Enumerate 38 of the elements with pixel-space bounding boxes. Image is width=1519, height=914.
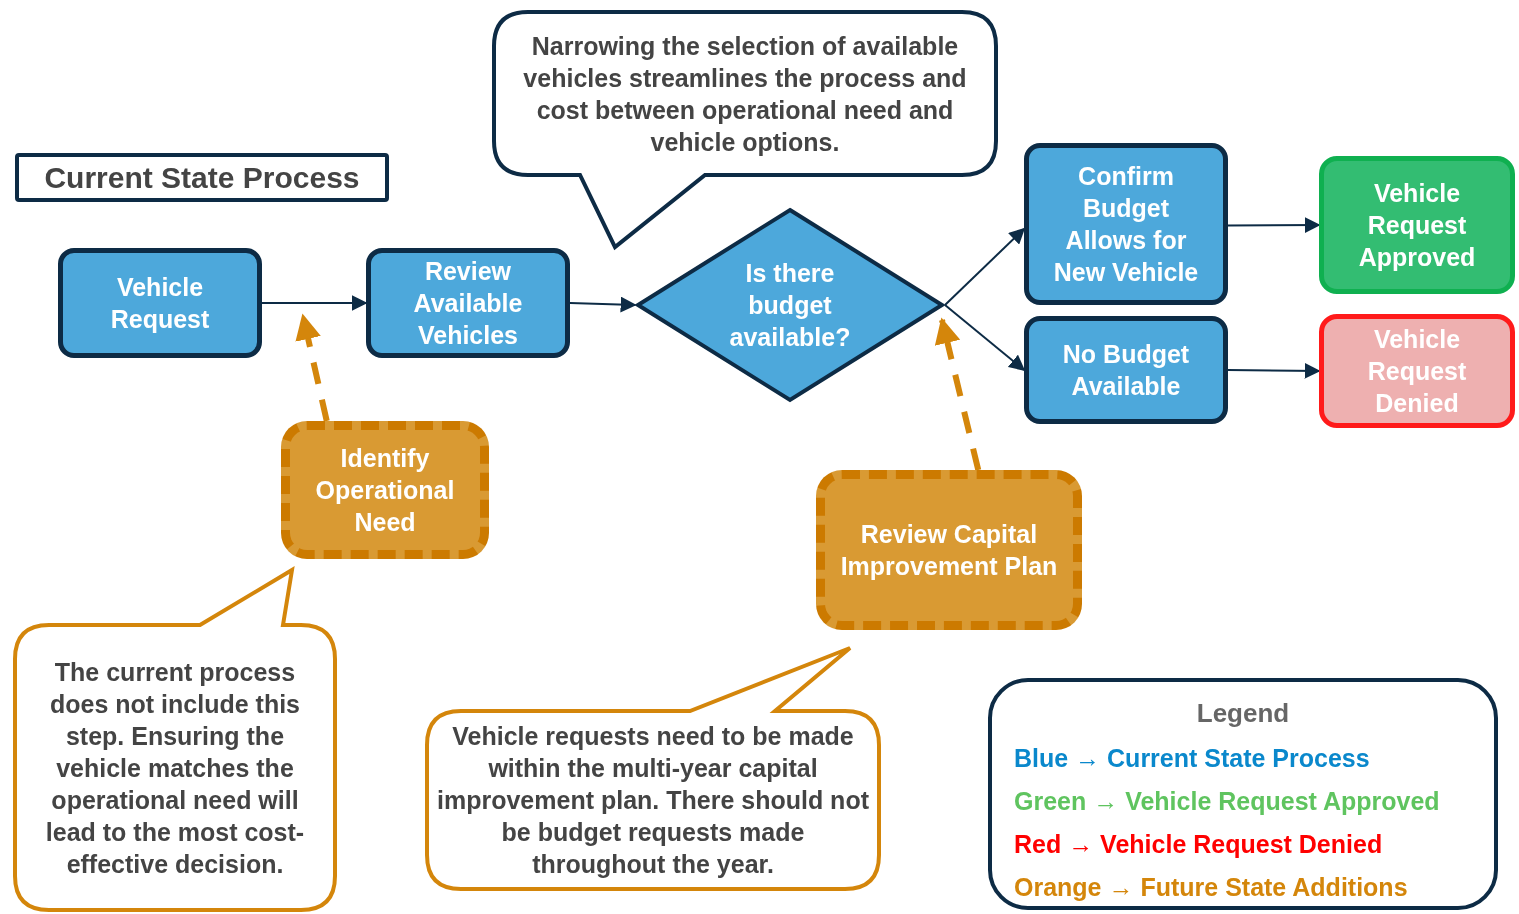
legend-title: Legend: [1195, 698, 1291, 729]
process-box: [1024, 143, 1228, 305]
node-label: Confirm Budget Allows for New Vehicle: [1052, 161, 1200, 288]
process-box: [1024, 316, 1228, 424]
arrow: [1227, 217, 1321, 234]
diagram-title: Current State Process: [15, 153, 389, 202]
future-step-box: [281, 421, 489, 559]
outcome-box: [1319, 156, 1515, 294]
node-label: Review Available Vehicles: [412, 256, 524, 351]
speech-bubble: [425, 646, 881, 891]
future-step-box: [816, 470, 1082, 630]
legend-entry: Red → Vehicle Request Denied: [1014, 830, 1383, 859]
arrow: [569, 296, 637, 313]
node-label: Vehicle Request Denied: [1366, 324, 1468, 419]
node-label: Vehicle Request: [109, 272, 211, 335]
callout-text: The current process does not include this step. Ensuring the vehicle matches the operational need will lead to the most cost-effective decision.: [44, 656, 306, 880]
speech-bubble: [13, 568, 337, 912]
arrow: [944, 304, 1026, 371]
dashed-arrow: [934, 317, 982, 471]
node-label: Is there budget available?: [728, 258, 852, 353]
process-box: [366, 248, 570, 358]
speech-bubble: [492, 10, 998, 249]
outcome-box: [1319, 314, 1515, 428]
node-label: No Budget Available: [1061, 339, 1191, 402]
dashed-arrow: [295, 313, 330, 422]
legend-entry: Blue → Current State Process: [1014, 744, 1370, 773]
arrow: [1227, 362, 1321, 379]
process-box: [58, 248, 262, 358]
node-label: Identify Operational Need: [314, 443, 456, 538]
arrow: [261, 295, 368, 311]
legend-entry: Green → Vehicle Request Approved: [1014, 787, 1440, 816]
callout-text: Narrowing the selection of available vehicles streamlines the process and cost between operational need and vehicle options.: [522, 30, 968, 158]
arrow: [944, 227, 1026, 306]
legend-entry: Orange → Future State Additions: [1014, 873, 1408, 902]
node-label: Vehicle Request Approved: [1357, 178, 1477, 273]
callout-text: Vehicle requests need to be made within the multi-year capital improvement plan. There should not be budget requests made throughout the year.: [437, 721, 869, 880]
node-label: Review Capital Improvement Plan: [839, 519, 1059, 582]
decision-diamond: [635, 207, 945, 403]
